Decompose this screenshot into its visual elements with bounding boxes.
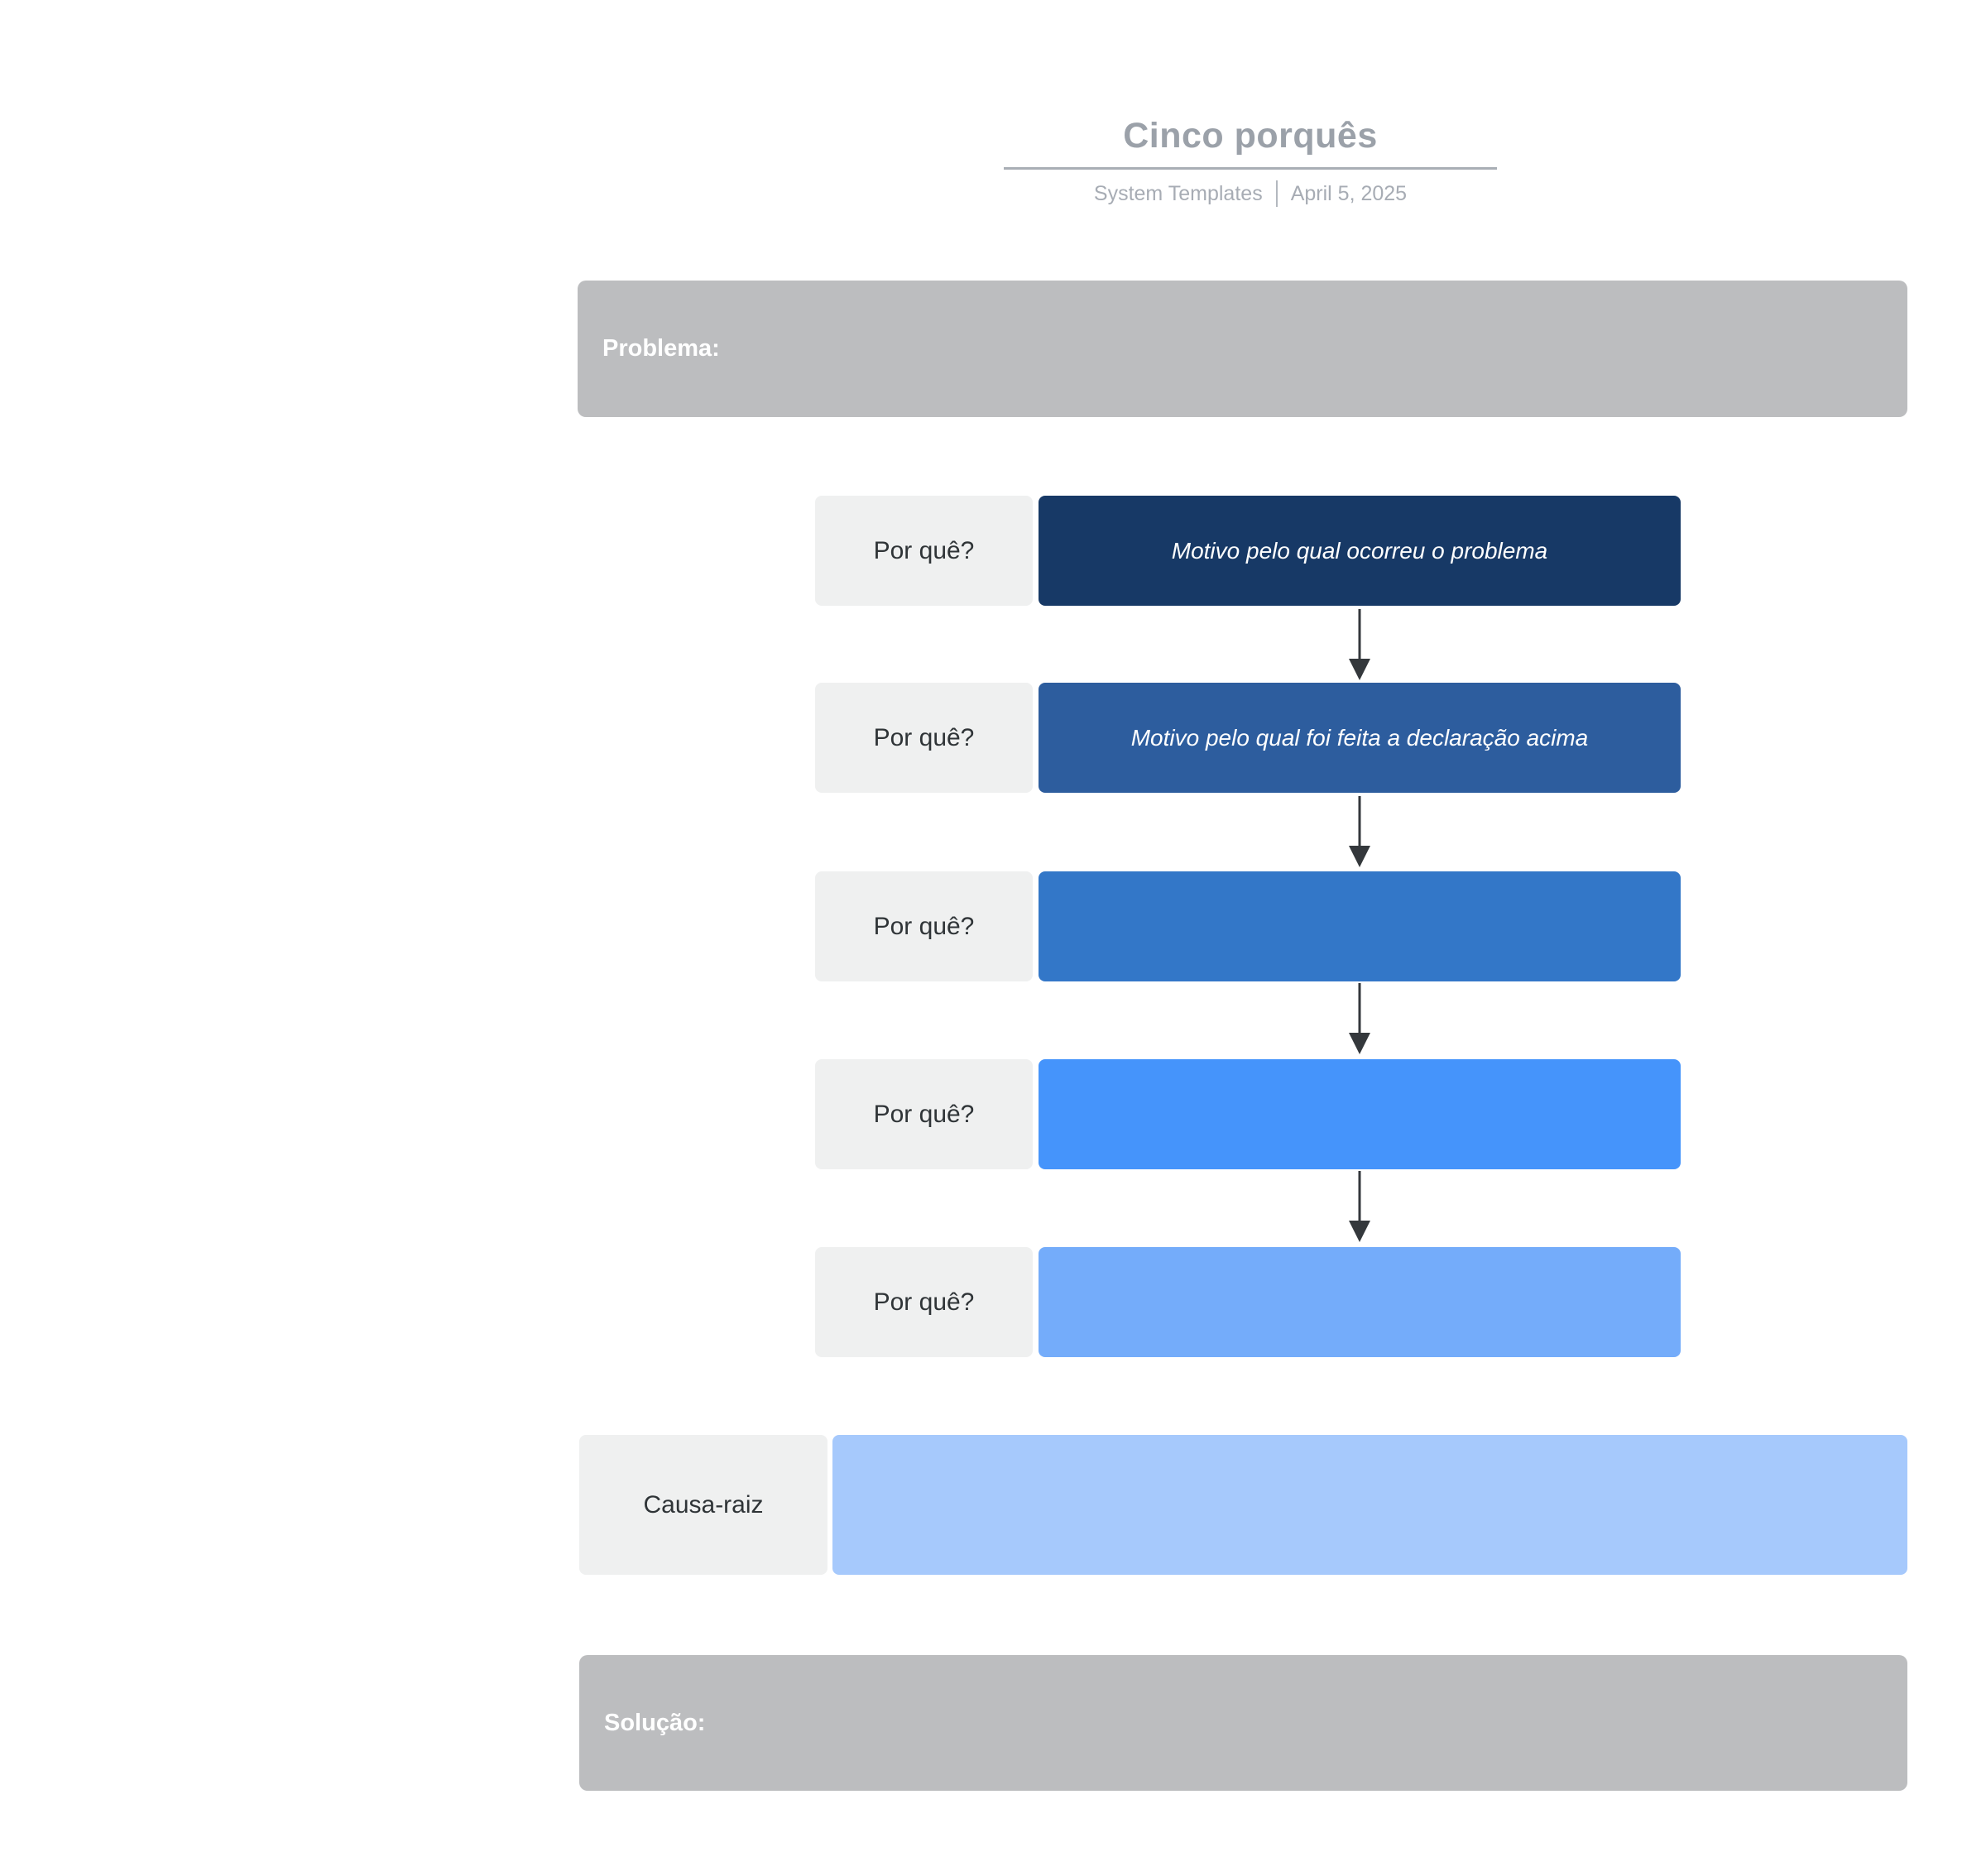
page-title: Cinco porquês — [1004, 116, 1497, 170]
arrow-line — [1358, 983, 1361, 1036]
arrow-line — [1358, 1171, 1361, 1224]
why-label-4: Por quê? — [815, 1059, 1033, 1169]
down-arrow-icon — [1346, 1171, 1373, 1242]
down-arrow-icon — [1346, 983, 1373, 1054]
meta-date: April 5, 2025 — [1290, 181, 1408, 205]
arrow-head — [1349, 1033, 1370, 1054]
why-answer-box-1[interactable]: Motivo pelo qual ocorreu o problema — [1039, 496, 1681, 606]
down-arrow-icon — [1346, 796, 1373, 867]
solution-box[interactable]: Solução: — [579, 1655, 1907, 1791]
why-label-5: Por quê? — [815, 1247, 1033, 1357]
header-meta: System Templates April 5, 2025 — [1004, 180, 1497, 207]
why-row-1: Por quê? Motivo pelo qual ocorreu o prob… — [815, 496, 1681, 606]
meta-author: System Templates — [1093, 181, 1263, 205]
why-label-2: Por quê? — [815, 683, 1033, 793]
why-answer-box-5[interactable] — [1039, 1247, 1681, 1357]
arrow-head — [1349, 846, 1370, 867]
why-row-3: Por quê? — [815, 871, 1681, 981]
why-answer-box-3[interactable] — [1039, 871, 1681, 981]
arrow-head — [1349, 659, 1370, 680]
problem-label: Problema: — [602, 335, 720, 362]
arrow-head — [1349, 1221, 1370, 1242]
arrow-line — [1358, 609, 1361, 662]
root-cause-value-box[interactable] — [832, 1435, 1907, 1575]
arrow-line — [1358, 796, 1361, 849]
why-label-1: Por quê? — [815, 496, 1033, 606]
solution-label: Solução: — [604, 1709, 706, 1736]
why-label-3: Por quê? — [815, 871, 1033, 981]
problem-box[interactable]: Problema: — [578, 281, 1907, 417]
why-row-2: Por quê? Motivo pelo qual foi feita a de… — [815, 683, 1681, 793]
why-answer-box-2[interactable]: Motivo pelo qual foi feita a declaração … — [1039, 683, 1681, 793]
why-row-5: Por quê? — [815, 1247, 1681, 1357]
meta-separator-bar — [1275, 180, 1278, 207]
why-answer-box-4[interactable] — [1039, 1059, 1681, 1169]
root-cause-label-box: Causa-raiz — [579, 1435, 828, 1575]
why-row-4: Por quê? — [815, 1059, 1681, 1169]
header: Cinco porquês System Templates April 5, … — [1004, 116, 1497, 207]
down-arrow-icon — [1346, 609, 1373, 680]
